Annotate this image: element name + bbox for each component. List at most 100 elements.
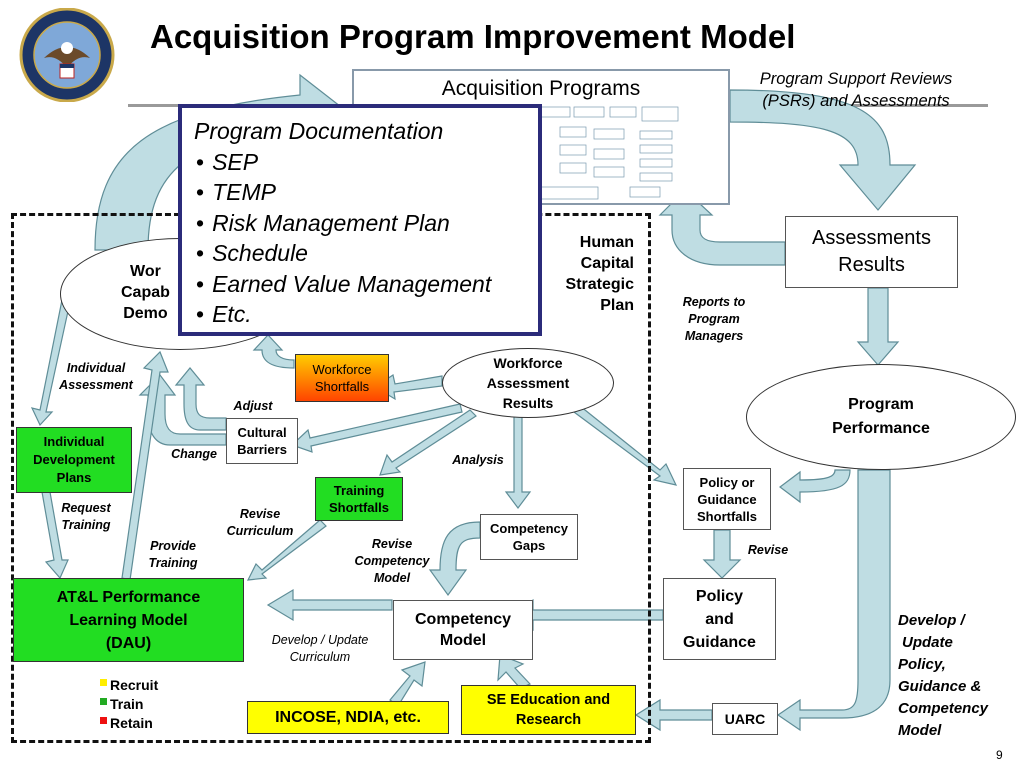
revise-curriculum-label: Revise Curriculum <box>220 506 300 540</box>
hcsp-line3: Strategic <box>565 276 634 293</box>
ia-line2: Assessment <box>59 378 133 392</box>
arrow-assessments-to-performance <box>856 287 900 366</box>
rcm-line2: Competency <box>354 554 430 568</box>
arrow-wa-to-gaps <box>504 411 532 509</box>
rcm-line3: Model <box>373 571 411 585</box>
dod-seal-logo <box>8 7 126 103</box>
atl-learning-model-box: AT&L Performance Learning Model (DAU) <box>13 578 244 662</box>
training-shortfalls-box: Training Shortfalls <box>315 477 403 521</box>
square-bullet-icon <box>100 678 107 686</box>
dp-line6: Model <box>898 722 942 739</box>
se-line2: Research <box>515 712 582 728</box>
adjust-label: Adjust <box>233 399 273 413</box>
arrow-policy-shortfalls-down <box>702 529 742 579</box>
legend-label: Recruit <box>110 677 159 693</box>
dp-line3: Policy, <box>898 656 946 673</box>
pg-line3: Guidance <box>683 633 756 651</box>
psr-line1: Program Support Reviews <box>759 70 953 88</box>
incose-label: INCOSE, NDIA, etc. <box>275 708 421 726</box>
competency-model-box: Competency Model <box>393 600 533 660</box>
arrow-training-to-atl <box>246 519 327 581</box>
uarc-box: UARC <box>712 703 778 735</box>
wcd-line2: Capab <box>121 283 170 301</box>
rc-line1: Revise <box>239 507 281 521</box>
incose-ndia-box: INCOSE, NDIA, etc. <box>247 701 449 734</box>
cultural-barriers-box: Cultural Barriers <box>226 418 298 464</box>
ps-line3: Shortfalls <box>697 508 757 524</box>
pg-line1: Policy <box>695 587 744 605</box>
ia-line1: Individual <box>66 361 126 375</box>
wcd-line1: Wor <box>130 262 161 280</box>
develop-policy-label: Develop / Update Policy, Guidance & Comp… <box>898 610 1018 742</box>
doc-item: TEMP <box>210 177 526 208</box>
rcm-line1: Revise <box>371 537 413 551</box>
acquisition-programs-label: Acquisition Programs <box>441 77 641 100</box>
atl-line2: Learning Model <box>69 611 188 629</box>
square-bullet-icon <box>100 716 107 724</box>
training-line1: Training <box>333 483 385 498</box>
assessments-line1: Assessments <box>812 227 931 249</box>
idp-line3: Plans <box>56 470 92 485</box>
arrow-wcd-to-idp <box>30 299 71 427</box>
legend-item: Retain <box>100 714 158 733</box>
develop-curriculum-label: Develop / Update Curriculum <box>252 632 388 666</box>
revise-label: Revise <box>747 543 789 557</box>
dp-line5: Competency <box>898 700 989 717</box>
cm-line2: Model <box>439 632 487 649</box>
request-training-label: Request Training <box>48 500 124 534</box>
workforce-shortfalls-box: Workforce Shortfalls <box>295 354 389 402</box>
assessments-line2: Results <box>838 254 905 276</box>
pt-line1: Provide <box>150 539 196 553</box>
uarc-label: UARC <box>724 711 766 727</box>
atl-line3: (DAU) <box>105 634 152 652</box>
org-chart-thumbnail <box>531 106 679 200</box>
pg-line2: and <box>705 610 734 628</box>
idp-line1: Individual <box>43 434 105 449</box>
reports-to-pm-label: Reports to Program Managers <box>668 294 760 345</box>
provide-training-label: Provide Training <box>136 538 210 572</box>
wf-shortfalls-line2: Shortfalls <box>314 379 370 394</box>
gaps-line2: Gaps <box>512 538 546 553</box>
legend-item: Train <box>100 695 158 714</box>
program-performance-ellipse: Program Performance <box>746 364 1016 470</box>
dp-line1: Develop / <box>898 612 965 629</box>
revise-competency-label: Revise Competency Model <box>344 536 440 587</box>
doc-item: SEP <box>210 147 526 178</box>
arrow-wa-to-training <box>379 409 477 476</box>
psr-line2: (PSRs) and Assessments <box>762 92 950 110</box>
doc-item: Earned Value Management <box>210 269 526 300</box>
recruit-train-retain-legend: Recruit Train Retain <box>100 676 158 733</box>
barriers-line1: Cultural <box>237 425 287 440</box>
hcsp-line4: Plan <box>600 297 634 314</box>
wa-line3: Results <box>502 395 554 411</box>
atl-line1: AT&L Performance <box>56 588 201 606</box>
doc-item: Etc. <box>210 299 526 330</box>
hcsp-line2: Capital <box>580 255 634 272</box>
page-title: Acquisition Program Improvement Model <box>150 18 796 55</box>
arrow-barriers-adjust <box>174 367 227 431</box>
hcsp-label: Human Capital Strategic Plan <box>540 232 634 316</box>
arrow-idp-to-atl <box>41 491 69 580</box>
rc-line2: Curriculum <box>226 524 294 538</box>
arrow-performance-to-uarc <box>776 469 891 732</box>
dc-line2: Curriculum <box>289 650 351 664</box>
arrow-shortfalls-to-wcd <box>252 334 295 369</box>
wf-shortfalls-line1: Workforce <box>312 362 372 377</box>
workforce-assessment-ellipse: Workforce Assessment Results <box>442 348 614 418</box>
ps-line2: Guidance <box>697 491 757 507</box>
dp-line4: Guidance & <box>898 678 982 695</box>
legend-label: Retain <box>110 715 153 731</box>
analysis-label: Analysis <box>452 453 504 467</box>
idp-box: Individual Development Plans <box>16 427 132 493</box>
rt-line1: Request <box>61 501 111 515</box>
individual-assessment-label: Individual Assessment <box>48 360 144 394</box>
barriers-line2: Barriers <box>237 442 287 457</box>
arrow-gaps-to-competency <box>428 521 481 597</box>
change-label: Change <box>171 447 217 461</box>
dp-line2: Update <box>902 634 953 651</box>
reports-line3: Managers <box>684 329 744 343</box>
square-bullet-icon <box>100 697 107 705</box>
program-documentation-heading: Program Documentation <box>194 118 444 144</box>
competency-gaps-box: Competency Gaps <box>480 514 578 560</box>
wa-line2: Assessment <box>486 375 570 391</box>
